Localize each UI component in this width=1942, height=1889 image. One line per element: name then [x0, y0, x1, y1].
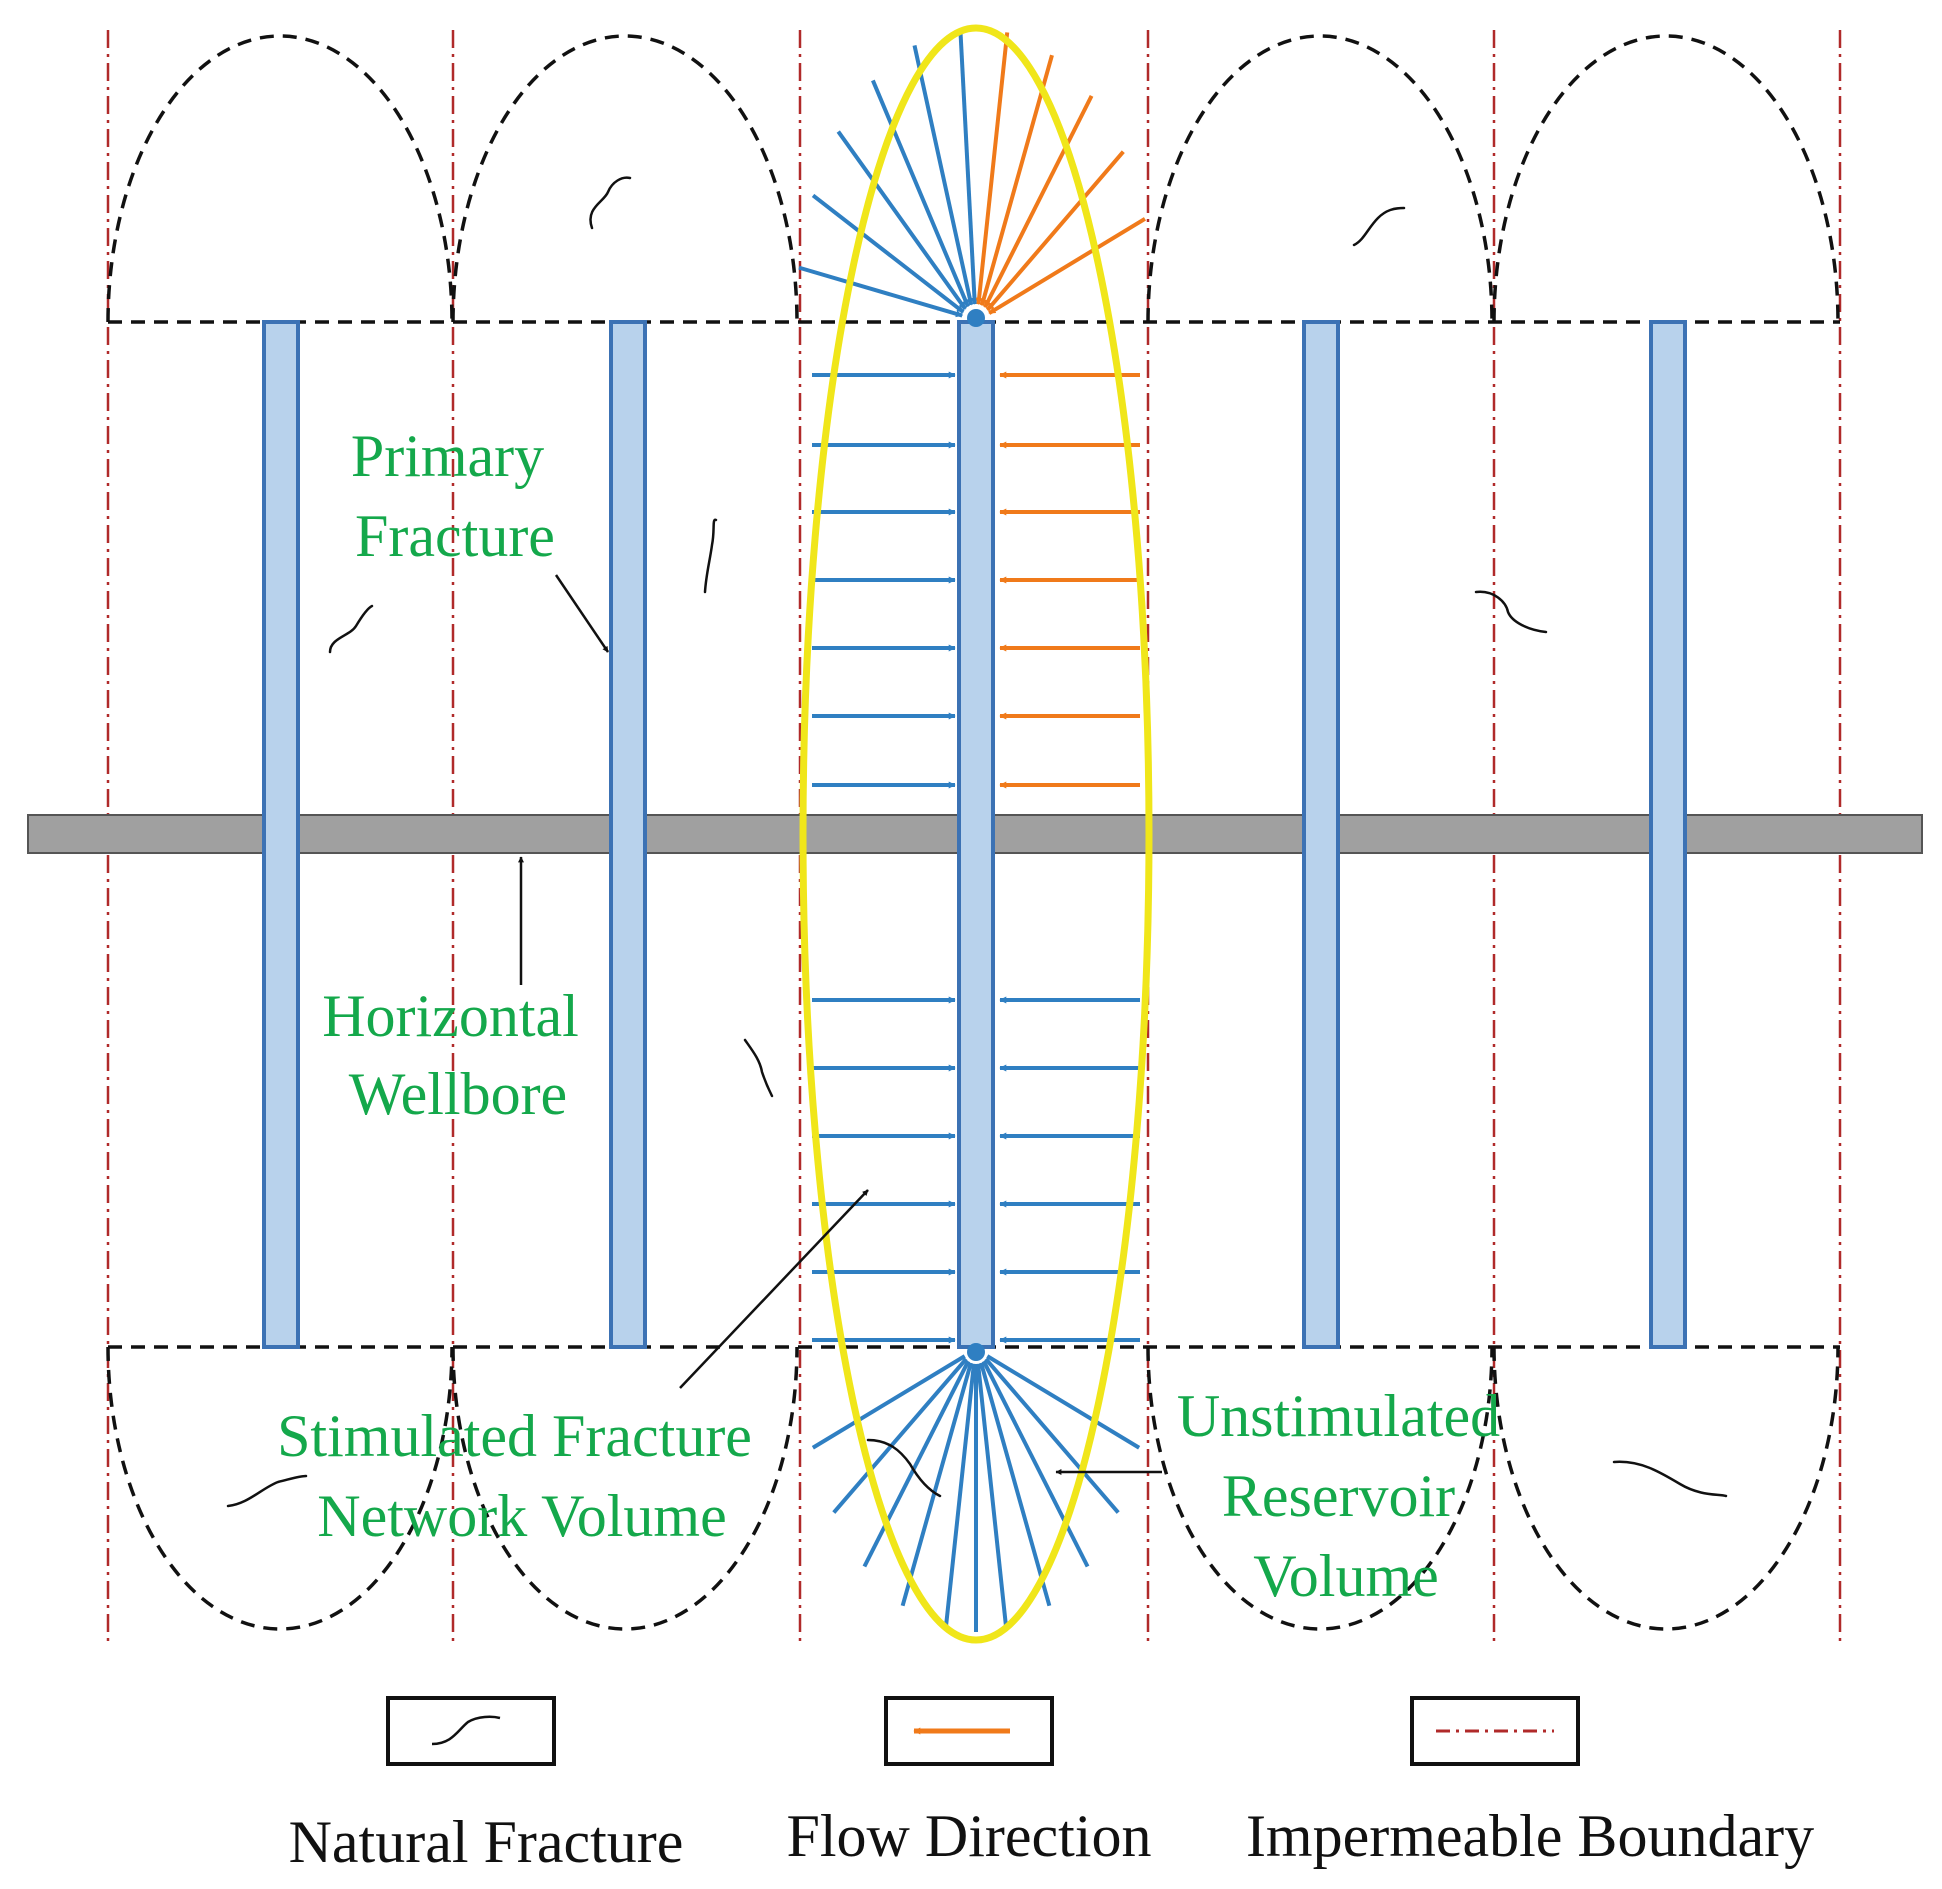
unstimulated-volume-outlines [106, 34, 1840, 1631]
flow-arrow-blue [984, 1357, 1120, 1514]
legend-impermeable-boundary-label: Impermeable Boundary [1246, 1803, 1814, 1869]
horizontal-wellbore-label-line1: Horizontal [322, 983, 579, 1049]
horizontal-wellbore-label-line2: Wellbore [349, 1061, 567, 1127]
flow-arrow-orange [979, 54, 1054, 306]
flow-arrow-blue [976, 1363, 1009, 1628]
flow-arrow-blue [979, 1362, 1052, 1607]
primary-fracture-2 [609, 320, 647, 1349]
stimulated-volume-outline [799, 24, 1153, 1644]
stimulated-volume-label-line1: Stimulated Fracture [277, 1403, 752, 1469]
flow-arrow-blue [836, 130, 967, 311]
unstimulated-volume-label-line2: Reservoir [1222, 1463, 1455, 1529]
stimulated-volume-label: Stimulated Fracture Network Volume [277, 1403, 767, 1549]
natural-fracture-icon [328, 604, 374, 654]
natural-fracture-icon [589, 176, 632, 230]
stimulated-volume-pointer [679, 1189, 869, 1389]
natural-fracture-icon [743, 1038, 774, 1098]
primary-fracture-label-line1: Primary [351, 423, 544, 489]
flow-arrow-blue [912, 45, 974, 306]
natural-fracture-icon [703, 518, 718, 594]
natural-fracture-icon [1474, 590, 1548, 634]
flow-arrow-blue [798, 265, 963, 318]
flow-arrow-orange [983, 94, 1094, 309]
natural-fracture-icon [1352, 206, 1406, 247]
primary-fracture-3 [957, 320, 995, 1349]
flow-arrow-blue [871, 79, 970, 308]
primary-fracture-label-line2: Fracture [355, 503, 555, 569]
flow-arrow-blue [811, 1354, 966, 1450]
flow-arrow-blue [958, 28, 978, 305]
flow-arrows [798, 28, 1146, 1632]
flow-arrow-blue [811, 193, 965, 314]
legend-flow-direction-label: Flow Direction [787, 1803, 1152, 1869]
primary-fracture-label: Primary Fracture [351, 423, 559, 569]
fracture-tip-marker [967, 1343, 985, 1361]
natural-fracture-icon [226, 1474, 308, 1508]
unstimulated-volume-label-line1: Unstimulated [1177, 1383, 1500, 1449]
flow-arrow-blue [862, 1360, 971, 1568]
unstimulated-volume-label: Unstimulated Reservoir Volume [1177, 1383, 1515, 1609]
legend-flow-direction: Flow Direction [787, 1696, 1152, 1869]
legend-impermeable-boundary: Impermeable Boundary [1246, 1696, 1814, 1869]
legend: Natural Fracture Flow Direction Impermea… [289, 1696, 1814, 1875]
horizontal-wellbore-label: Horizontal Wellbore [322, 983, 594, 1127]
stimulated-volume-label-line2: Network Volume [317, 1483, 726, 1549]
flow-arrow-blue [986, 1354, 1141, 1450]
flow-arrow-blue [832, 1357, 968, 1514]
flow-arrow-blue [943, 1363, 976, 1628]
primary-fracture-pointer [554, 574, 610, 653]
natural-fractures [226, 176, 1728, 1508]
natural-fracture-icon [866, 1438, 942, 1498]
fracture-tip-marker [967, 309, 985, 327]
natural-fracture-icon [431, 1715, 501, 1746]
flow-arrow-orange [988, 217, 1146, 315]
primary-fracture-1 [262, 320, 300, 1349]
legend-natural-fracture-label: Natural Fracture [289, 1809, 684, 1875]
unstimulated-volume-label-line3: Volume [1253, 1543, 1439, 1609]
primary-fracture-4 [1302, 320, 1340, 1349]
flow-arrow-orange [975, 32, 1010, 305]
primary-fractures [262, 320, 1687, 1349]
natural-fracture-icon [1612, 1460, 1728, 1498]
flow-arrow-blue [981, 1360, 1090, 1568]
primary-fracture-5 [1649, 320, 1687, 1349]
legend-natural-fracture: Natural Fracture [289, 1696, 684, 1875]
flow-arrow-orange [985, 150, 1125, 312]
flow-arrow-blue [900, 1362, 973, 1607]
